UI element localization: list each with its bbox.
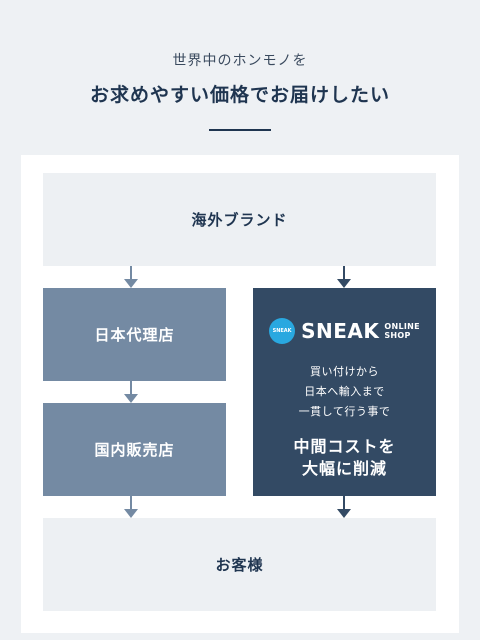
section-title: お求めやすい価格でお届けしたい — [89, 84, 390, 106]
box-customer: お客様 — [43, 518, 436, 611]
box-domestic-retailer: 国内販売店 — [43, 403, 226, 496]
arrow-shop-to-customer — [337, 496, 351, 518]
shop-emphasis-line: 中間コストを — [293, 437, 396, 456]
sneak-logo-name: SNEAK — [301, 319, 380, 343]
sneak-logo-sub-online: ONLINE — [384, 322, 420, 331]
arrow-distributor-to-retailer — [124, 381, 138, 403]
box-overseas-brand: 海外ブランド — [43, 173, 436, 266]
shop-description-line: 日本へ輸入まで — [304, 385, 385, 398]
shop-description-line: 一貫して行う事で — [298, 405, 391, 418]
sneak-logo-sub-shop: SHOP — [384, 331, 411, 340]
sneak-logo: SNEAK SNEAK ONLINE SHOP — [269, 318, 420, 344]
shop-description: 買い付けから 日本へ輸入まで 一貫して行う事で — [299, 362, 391, 422]
arrow-retailer-to-customer — [124, 496, 138, 518]
section-subtitle: 世界中のホンモノを — [172, 53, 308, 69]
title-underline — [209, 129, 271, 131]
shop-description-line: 買い付けから — [309, 365, 379, 378]
box-customer-label: お客様 — [215, 556, 264, 574]
sneak-logo-mark-text: SNEAK — [272, 328, 292, 334]
box-sneak-online-shop: SNEAK SNEAK ONLINE SHOP 買い付けから 日本へ輸入まで 一… — [253, 288, 436, 496]
sneak-logo-subtext: ONLINE SHOP — [384, 322, 420, 340]
shop-emphasis-line: 大幅に削減 — [301, 459, 387, 478]
sneak-logo-mark-icon: SNEAK — [269, 318, 296, 344]
box-overseas-brand-label: 海外ブランド — [191, 211, 288, 229]
shop-emphasis: 中間コストを 大幅に削減 — [293, 436, 395, 480]
arrow-brand-to-distributor — [124, 266, 138, 288]
box-japan-distributor: 日本代理店 — [43, 288, 226, 381]
box-japan-distributor-label: 日本代理店 — [94, 326, 175, 344]
arrow-brand-to-shop — [337, 266, 351, 288]
box-domestic-retailer-label: 国内販売店 — [94, 441, 175, 459]
